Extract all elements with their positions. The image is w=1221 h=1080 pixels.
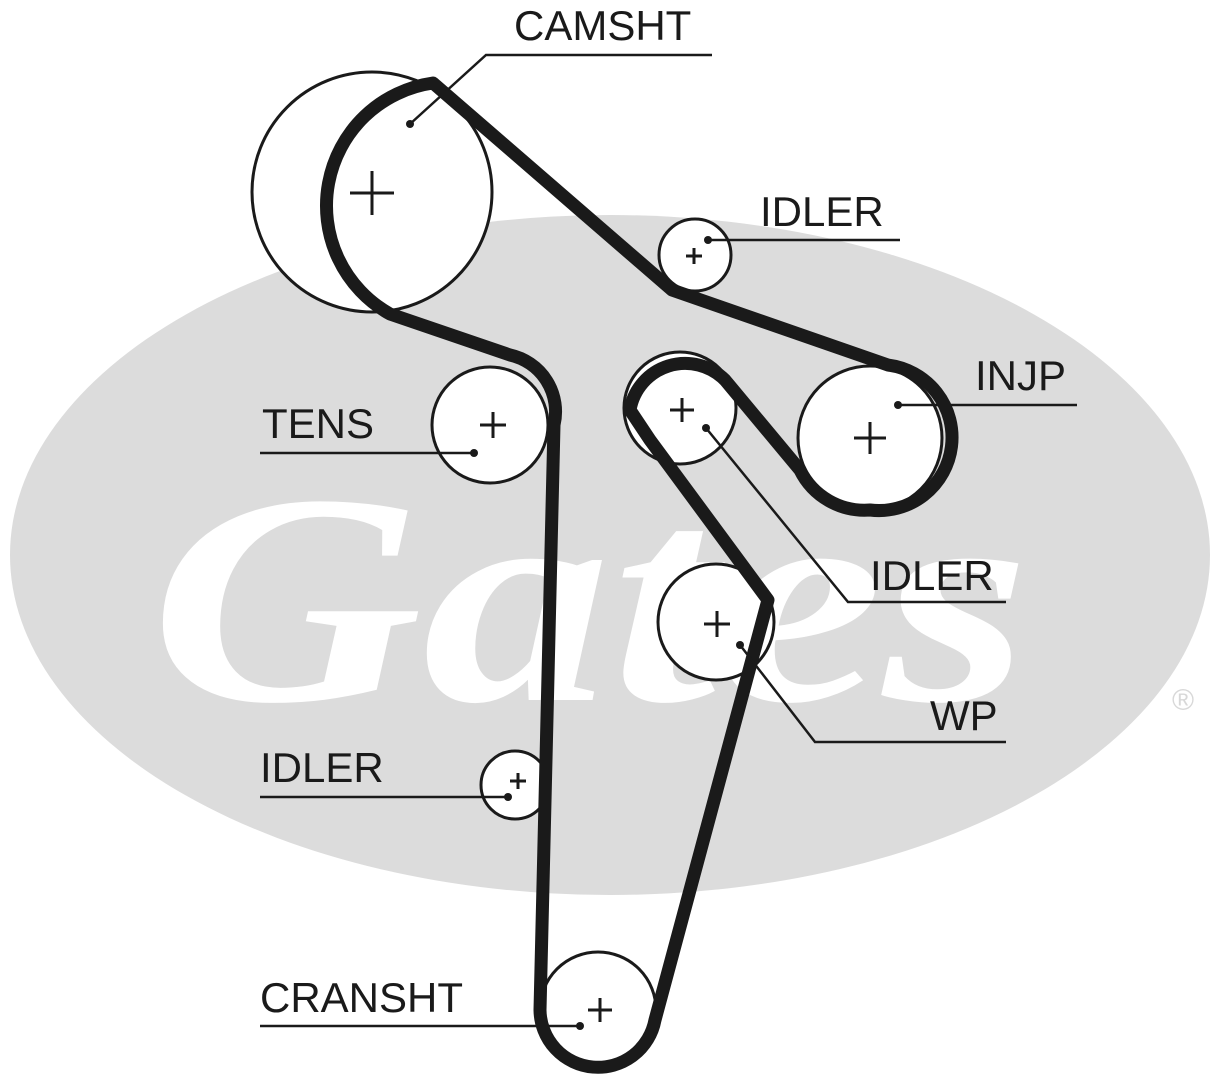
- label-injection-pump: INJP: [975, 352, 1066, 399]
- label-idler-mid: IDLER: [870, 552, 994, 599]
- label-crankshaft: CRANSHT: [260, 974, 463, 1021]
- label-tensioner: TENS: [262, 400, 374, 447]
- label-idler-top: IDLER: [760, 188, 884, 235]
- label-leaders: [260, 53, 1077, 1030]
- timing-belt: [320, 76, 959, 1074]
- pulley-center-marks: [350, 171, 886, 1022]
- registered-mark: ®: [1172, 684, 1194, 717]
- label-camshaft: CAMSHT: [514, 2, 691, 49]
- label-idler-low: IDLER: [260, 744, 384, 791]
- gates-watermark-logo: Gates ®: [10, 215, 1210, 895]
- label-water-pump: WP: [930, 692, 998, 739]
